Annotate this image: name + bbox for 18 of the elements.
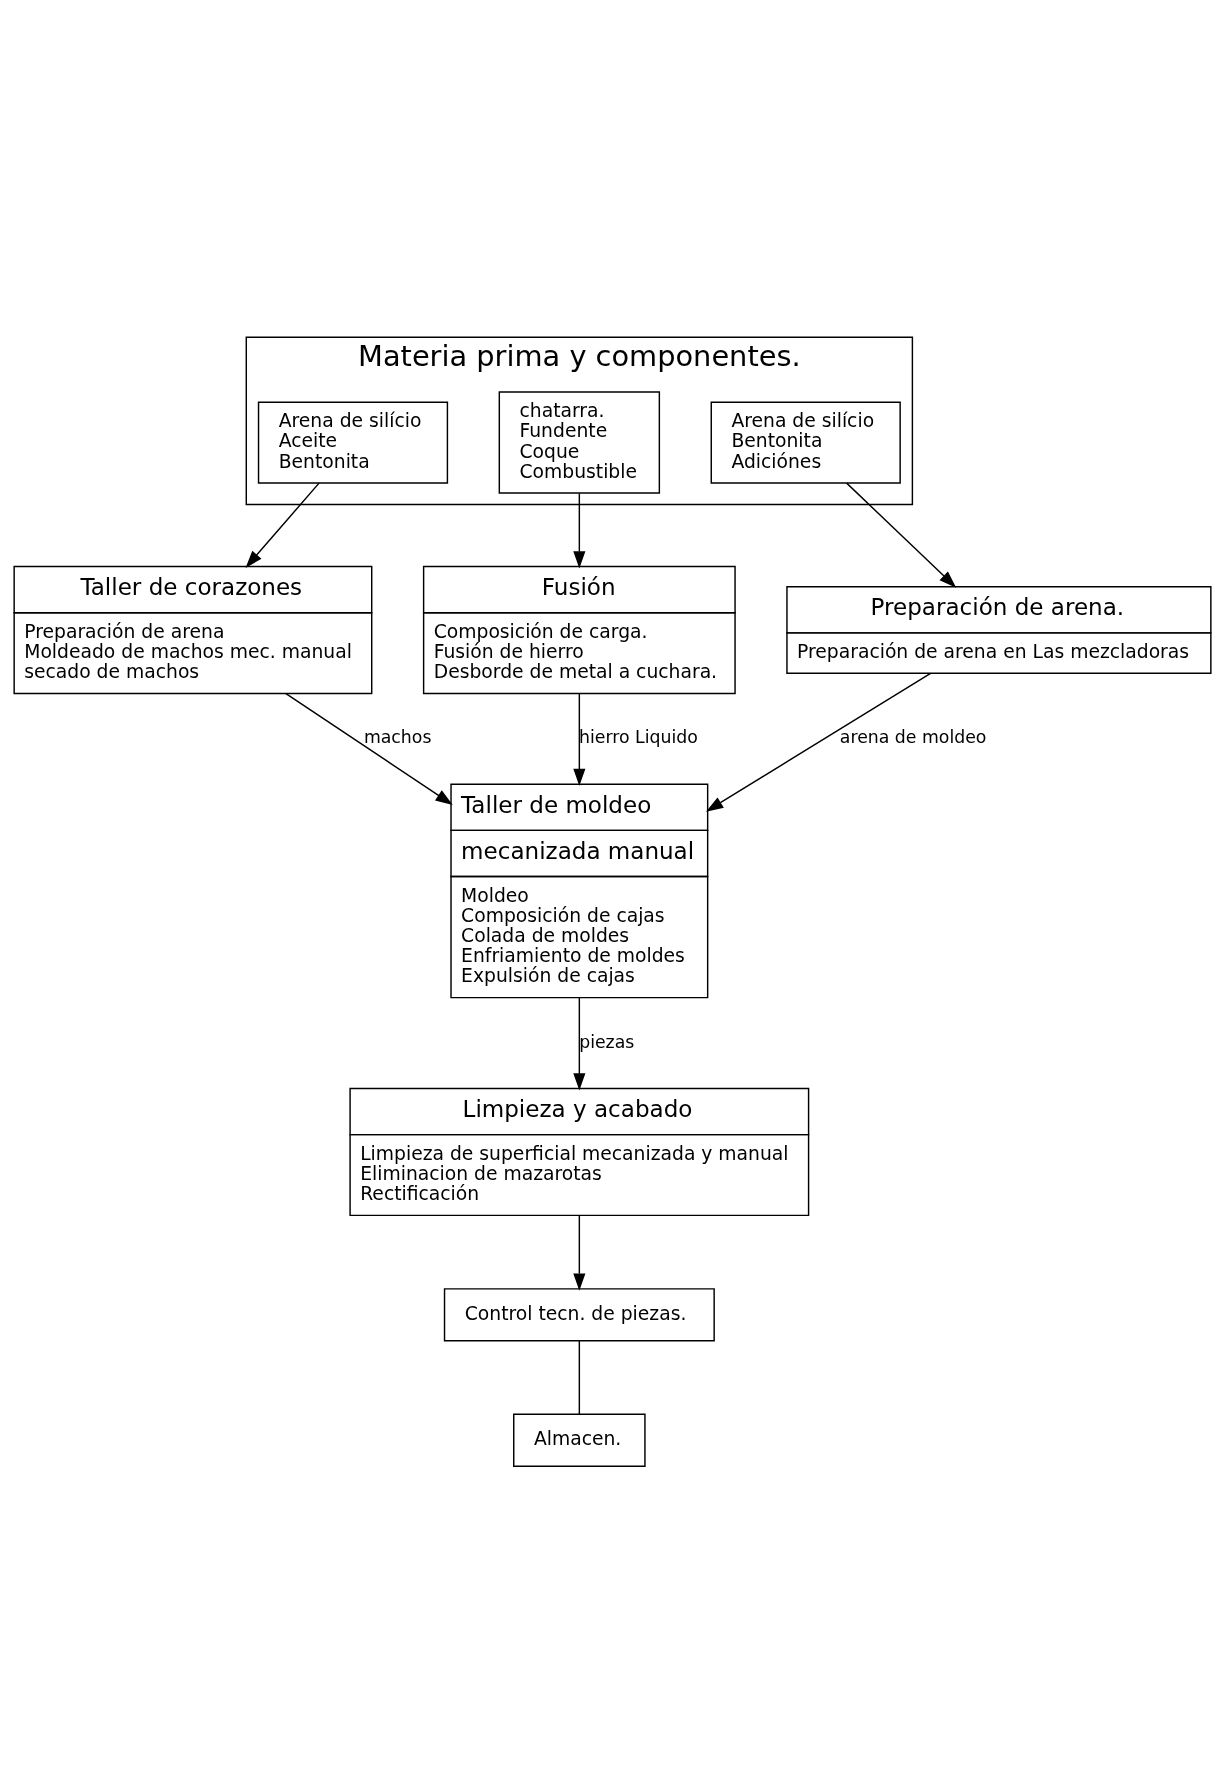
- arrow: [573, 492, 586, 569]
- node-box: Arena de silício Bentonita Adiciónes: [710, 400, 901, 484]
- edge-label: arena de moldeo: [839, 726, 987, 747]
- arrow: [705, 672, 932, 812]
- node-box: Arena de silício Aceite Bentonita: [257, 400, 449, 484]
- arrow: [573, 996, 586, 1091]
- node-box: Almacen.: [513, 1413, 646, 1467]
- arrow: [573, 1214, 586, 1291]
- node-box: chatarra. Fundente Coque Combustible: [498, 390, 661, 494]
- arrow: [573, 692, 586, 786]
- edge-label: hierro Liquido: [579, 726, 698, 747]
- edge-label: machos: [363, 726, 432, 747]
- connector: [578, 1339, 581, 1415]
- arrow: [285, 692, 453, 805]
- arrow: [245, 481, 320, 568]
- arrow: [845, 481, 957, 588]
- node-box: Control tecn. de piezas.: [443, 1287, 715, 1341]
- edge-label: piezas: [579, 1031, 635, 1052]
